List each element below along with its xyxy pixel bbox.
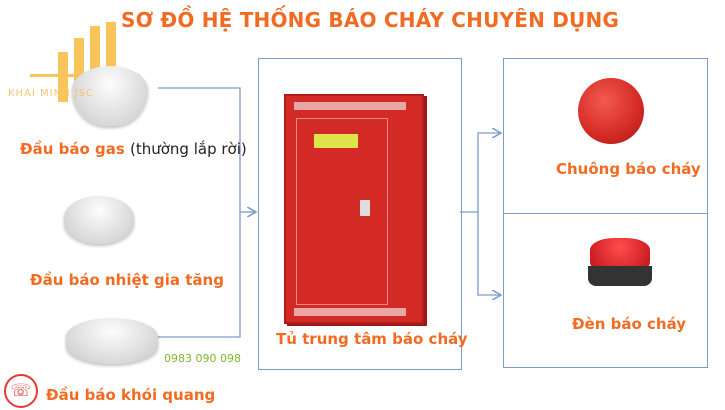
output-connector — [460, 133, 501, 213]
phone-icon[interactable]: ☏ — [4, 374, 38, 408]
watermark-logo-text: KHAI MINH JSC — [8, 88, 95, 99]
fire-bell-label: Chuông báo cháy — [556, 160, 701, 178]
gas-detector-label: Đầu báo gas (thường lắp rời) — [20, 140, 247, 158]
control-panel-label: Tủ trung tâm báo cháy — [276, 330, 468, 348]
fire-bell-icon — [578, 78, 644, 144]
gas-detector-icon — [72, 66, 148, 126]
output-connector-2 — [477, 212, 501, 295]
smoke-detector-label: Đầu báo khói quang — [46, 386, 216, 404]
light-box — [503, 212, 708, 368]
strobe-light-base — [588, 266, 652, 286]
fire-alarm-panel-icon — [284, 94, 424, 324]
control-panel-box — [258, 58, 462, 370]
gas-connector — [158, 87, 241, 338]
diagram-title: SƠ ĐỒ HỆ THỐNG BÁO CHÁY CHUYÊN DỤNG — [120, 8, 620, 32]
strobe-light-label: Đèn báo cháy — [572, 315, 687, 333]
strobe-light-icon — [590, 238, 650, 268]
heat-detector-label: Đầu báo nhiệt gia tăng — [30, 271, 224, 289]
heat-detector-icon — [64, 196, 134, 244]
phone-number: 0983 090 098 — [164, 352, 241, 365]
smoke-detector-icon — [66, 318, 158, 364]
bell-box — [503, 58, 708, 214]
